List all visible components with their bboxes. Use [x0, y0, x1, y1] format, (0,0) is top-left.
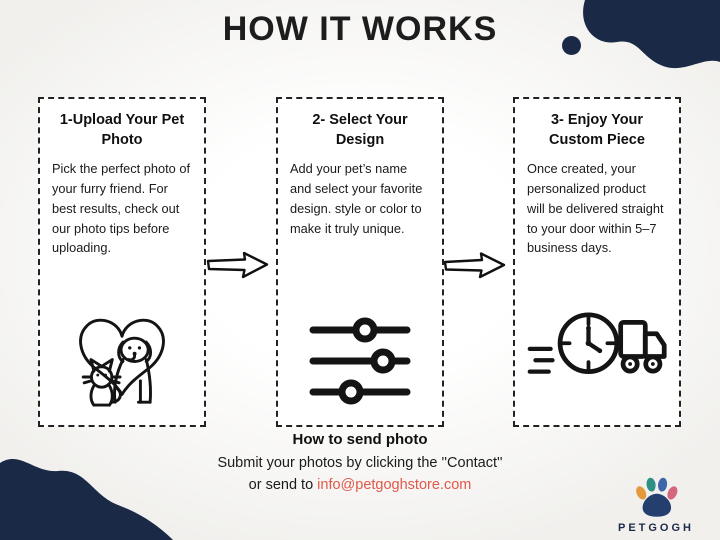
page-title: HOW IT WORKS — [222, 10, 498, 48]
step-heading: 1-Upload Your Pet Photo — [59, 112, 185, 148]
step-card-upload: 1-Upload Your Pet Photo Pick the perfect… — [38, 97, 206, 427]
step-heading: 2- Select Your Design — [312, 112, 408, 148]
step-card-design: 2- Select Your Design Add your pet’s nam… — [276, 97, 444, 427]
arrow-icon — [442, 248, 508, 282]
decorative-blob-bottom-left — [0, 458, 173, 540]
step-card-delivery: 3- Enjoy Your Custom Piece Once created,… — [513, 97, 681, 427]
dog-cat-heart-icon — [58, 305, 186, 417]
footer-line-contact: Submit your photos by clicking the ''Con… — [217, 455, 503, 471]
step-heading: 3- Enjoy Your Custom Piece — [549, 112, 645, 148]
delivery-truck-clock-icon — [526, 299, 668, 395]
brand-name: PETGOGH — [617, 522, 694, 534]
step-description: Once created, your personalized product … — [527, 161, 664, 256]
decorative-blob-top-right — [583, 0, 720, 69]
footer-instructions: How to send photo Submit your photos by … — [0, 431, 720, 497]
step-description: Add your pet’s name and select your favo… — [290, 161, 423, 236]
paw-icon — [636, 477, 678, 517]
footer-line-email: or send to info@petgoghstore.com — [0, 475, 720, 497]
arrow-icon — [205, 248, 271, 282]
decorative-dot — [562, 36, 581, 55]
sliders-icon — [304, 315, 416, 407]
brand-logo: PETGOGH — [608, 474, 704, 534]
step-description: Pick the perfect photo of your furry fri… — [52, 161, 191, 256]
email-link[interactable]: info@petgoghstore.com — [317, 476, 472, 493]
footer-email-prefix: or send to — [248, 476, 318, 493]
footer-heading: How to send photo — [292, 431, 428, 448]
